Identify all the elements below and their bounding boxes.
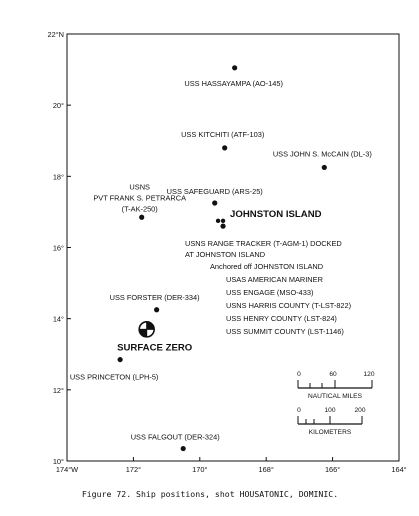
y-tick-label: 12° bbox=[53, 386, 64, 395]
ship-dot bbox=[180, 445, 186, 452]
ship-dot bbox=[139, 214, 145, 220]
y-tick-label: 14° bbox=[53, 315, 64, 324]
x-tick-label: 164° bbox=[391, 465, 406, 474]
surface-zero-quadrant bbox=[146, 321, 155, 330]
surface-zero: SURFACE ZERO bbox=[117, 321, 193, 353]
y-tick-label: 16° bbox=[53, 244, 64, 253]
ship-dot bbox=[212, 200, 218, 206]
scale-tick-label: 60 bbox=[329, 371, 337, 378]
surface-zero-quadrant bbox=[139, 329, 147, 337]
ship-positions: USS HASSAYAMPA (AO-145) USS KITCHITI (ATF… bbox=[70, 65, 372, 452]
ship-label: USS PRINCETON (LPH-5) bbox=[70, 373, 159, 382]
y-tick-label: 22°N bbox=[47, 30, 64, 39]
anchored-ship: USS ENGAGE (MSO-433) bbox=[226, 288, 313, 297]
ship-marker: USS HASSAYAMPA (AO-145) bbox=[184, 65, 283, 88]
ship-label: USNS bbox=[129, 182, 150, 191]
surface-zero-label: SURFACE ZERO bbox=[117, 342, 193, 353]
anchored-heading: Anchored off JOHNSTON ISLAND bbox=[210, 262, 323, 271]
ship-label: PVT FRANK S. PETRARCA bbox=[93, 193, 186, 202]
scale-tick-label: 100 bbox=[324, 407, 335, 414]
ship-marker: USS KITCHITI (ATF-103) bbox=[181, 130, 264, 151]
island-dot bbox=[215, 218, 221, 224]
ship-marker: USNS RANGE TRACKER (T-AGM-1) DOCKED AT JO… bbox=[185, 223, 342, 259]
island-label: JOHNSTON ISLAND bbox=[230, 209, 322, 220]
ship-label: USS HASSAYAMPA (AO-145) bbox=[184, 79, 283, 88]
x-tick-label: 170° bbox=[192, 465, 207, 474]
x-tick-label: 168° bbox=[259, 465, 274, 474]
anchored-ship: USAS AMERICAN MARINER bbox=[226, 275, 323, 284]
island-dot bbox=[220, 218, 226, 224]
ship-label: AT JOHNSTON ISLAND bbox=[185, 250, 265, 259]
ship-dot bbox=[321, 164, 327, 171]
ship-dot bbox=[222, 145, 228, 151]
x-tick-label: 174°W bbox=[56, 465, 78, 474]
anchored-ship: USS HENRY COUNTY (LST-824) bbox=[226, 314, 337, 323]
y-tick-label: 18° bbox=[53, 172, 64, 181]
ship-marker: USS PRINCETON (LPH-5) bbox=[70, 356, 159, 382]
nautical-miles-scale: 0 60 120 NAUTICAL MILES bbox=[297, 371, 375, 400]
ship-label: USS KITCHITI (ATF-103) bbox=[181, 130, 264, 139]
ship-dot bbox=[154, 307, 160, 313]
figure-caption: Figure 72. Ship positions, shot HOUSATON… bbox=[82, 489, 338, 499]
johnston-island: JOHNSTON ISLAND bbox=[215, 209, 322, 224]
x-tick-label: 172° bbox=[126, 465, 141, 474]
ship-label: USS FALGOUT (DER-324) bbox=[131, 433, 220, 442]
ship-marker: USS FORSTER (DER-334) bbox=[110, 293, 200, 313]
ship-marker: USNS PVT FRANK S. PETRARCA (T-AK-250) bbox=[93, 182, 186, 220]
x-tick-label: 166° bbox=[325, 465, 340, 474]
y-tick-label: 10° bbox=[53, 457, 64, 466]
scale-caption: NAUTICAL MILES bbox=[308, 393, 363, 400]
ship-dot bbox=[220, 223, 226, 229]
anchored-ships-list: Anchored off JOHNSTON ISLAND USAS AMERIC… bbox=[210, 262, 351, 336]
scale-tick-label: 120 bbox=[363, 371, 374, 378]
ship-label: (T-AK-250) bbox=[122, 204, 158, 213]
ship-label: USS SAFEGUARD (ARS-25) bbox=[167, 187, 263, 196]
ship-label: USNS RANGE TRACKER (T-AGM-1) DOCKED bbox=[185, 239, 342, 248]
scale-caption: KILOMETERS bbox=[309, 429, 352, 436]
ship-marker: USS JOHN S. McCAIN (DL-3) bbox=[273, 149, 372, 171]
anchored-ship: USS SUMMIT COUNTY (LST-1146) bbox=[226, 327, 344, 336]
anchored-ship: USNS HARRIS COUNTY (T-LST-822) bbox=[226, 301, 351, 310]
scale-tick-label: 0 bbox=[297, 371, 301, 378]
ship-marker: USS FALGOUT (DER-324) bbox=[131, 433, 220, 452]
ship-dot bbox=[117, 356, 123, 363]
ship-label: USS JOHN S. McCAIN (DL-3) bbox=[273, 149, 372, 158]
ship-marker: USS SAFEGUARD (ARS-25) bbox=[167, 187, 263, 206]
scale-bars: 0 60 120 NAUTICAL MILES 0 100 200 KILOME… bbox=[297, 371, 375, 436]
scale-tick-label: 0 bbox=[297, 407, 301, 414]
scale-tick-label: 200 bbox=[354, 407, 365, 414]
ship-dot bbox=[232, 65, 238, 71]
axis-ticks: 22°N 20° 18° 16° 14° 12° 10°174°W 172° 170° 168° 1… bbox=[47, 30, 406, 474]
y-tick-label: 20° bbox=[53, 101, 64, 110]
kilometers-scale: 0 100 200 KILOMETERS bbox=[297, 407, 366, 436]
ship-label: USS FORSTER (DER-334) bbox=[110, 293, 200, 302]
